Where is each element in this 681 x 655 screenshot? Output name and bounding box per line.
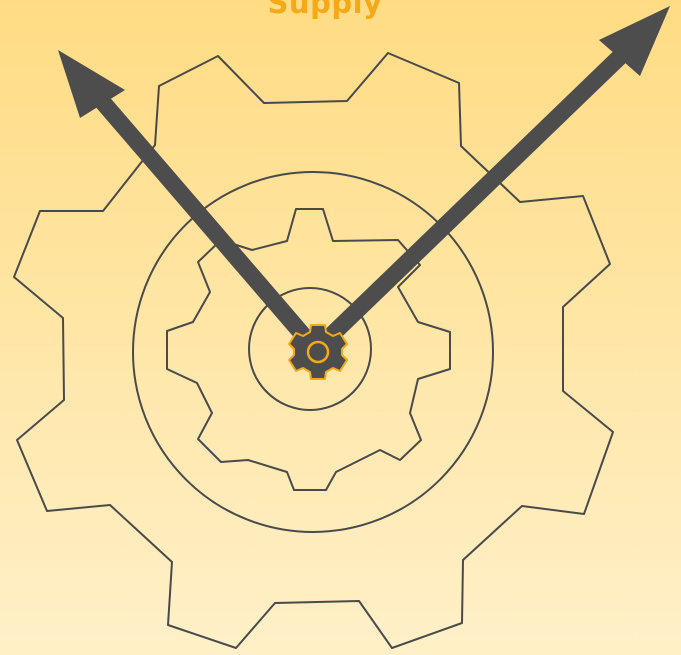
- gear-icon: [289, 325, 347, 379]
- supply-label: Supply: [0, 0, 650, 20]
